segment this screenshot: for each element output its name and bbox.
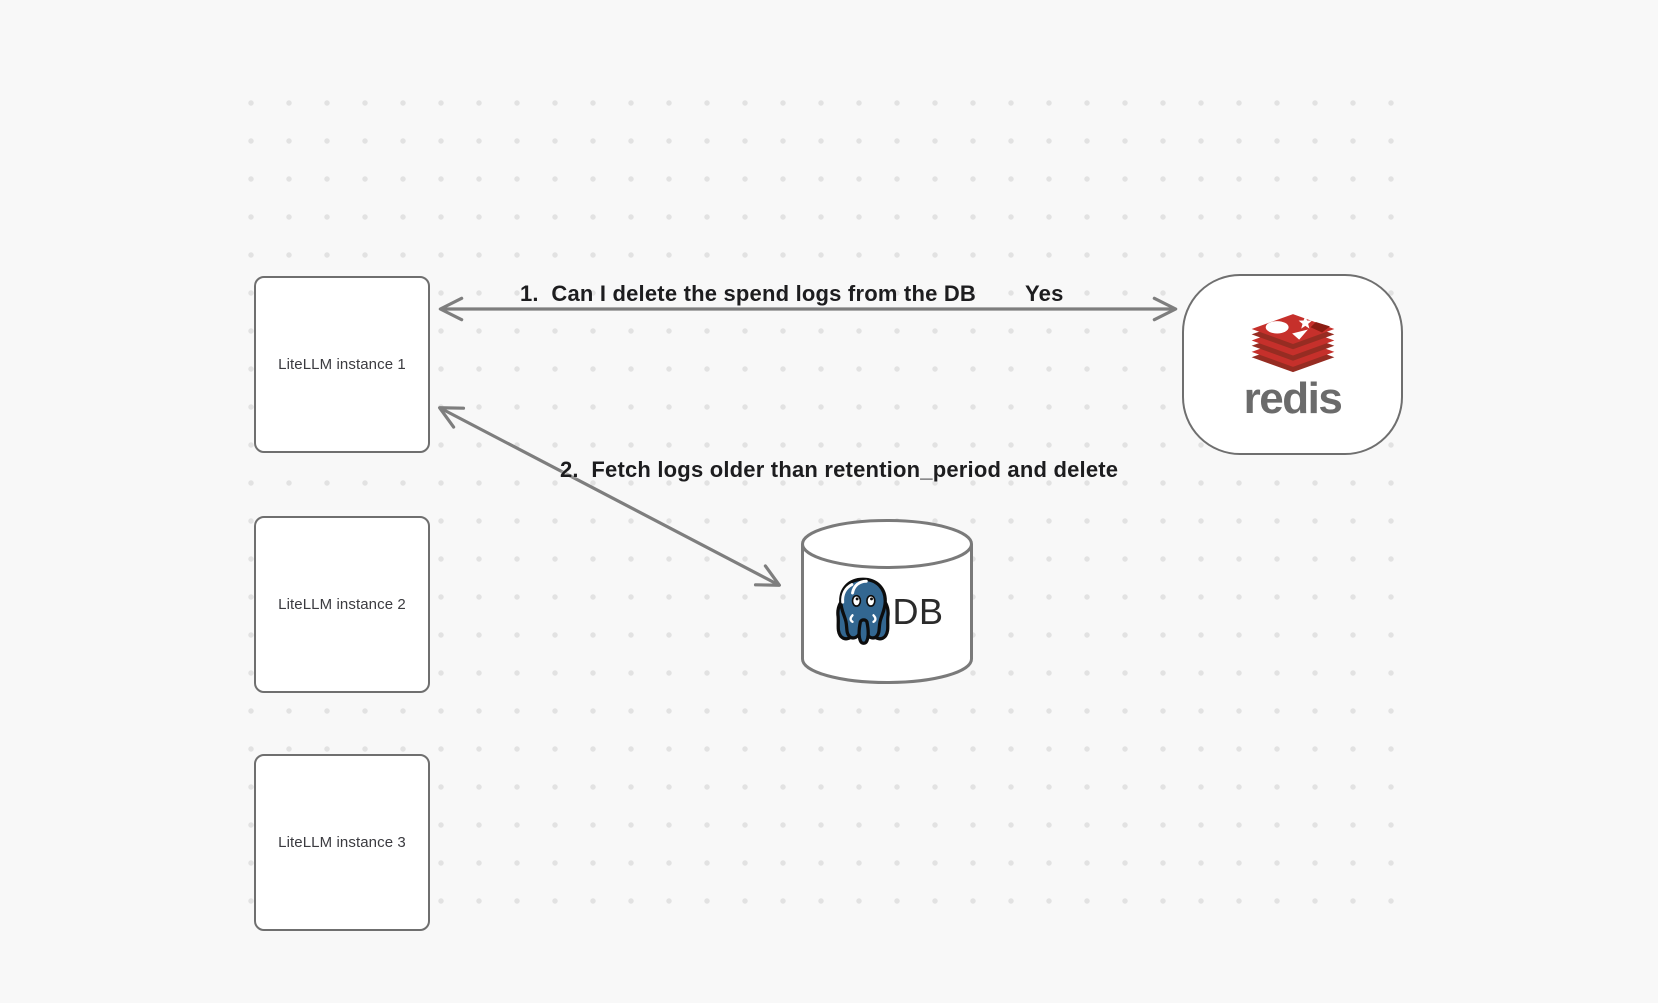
postgresql-elephant-icon <box>836 577 891 645</box>
redis-wordmark: redis <box>1243 373 1343 423</box>
redis-logo-icon <box>1251 313 1334 372</box>
node-litellm-instance-2: LiteLLM instance 2 <box>254 516 430 693</box>
node-redis: redis <box>1182 274 1403 455</box>
arrow-1-answer-label: Yes <box>1025 281 1064 306</box>
arrow-1-question-label: 1. Can I delete the spend logs from the … <box>520 281 977 306</box>
node-label: LiteLLM instance 1 <box>278 356 406 373</box>
node-database: DB <box>800 518 974 685</box>
node-label: LiteLLM instance 2 <box>278 596 406 613</box>
arrow-2-label: 2. Fetch logs older than retention_perio… <box>560 457 1119 482</box>
node-litellm-instance-1: LiteLLM instance 1 <box>254 276 430 453</box>
db-label: DB <box>892 591 944 632</box>
node-label: LiteLLM instance 3 <box>278 834 406 851</box>
node-litellm-instance-3: LiteLLM instance 3 <box>254 754 430 931</box>
arrow-fetch-logs <box>438 406 781 587</box>
